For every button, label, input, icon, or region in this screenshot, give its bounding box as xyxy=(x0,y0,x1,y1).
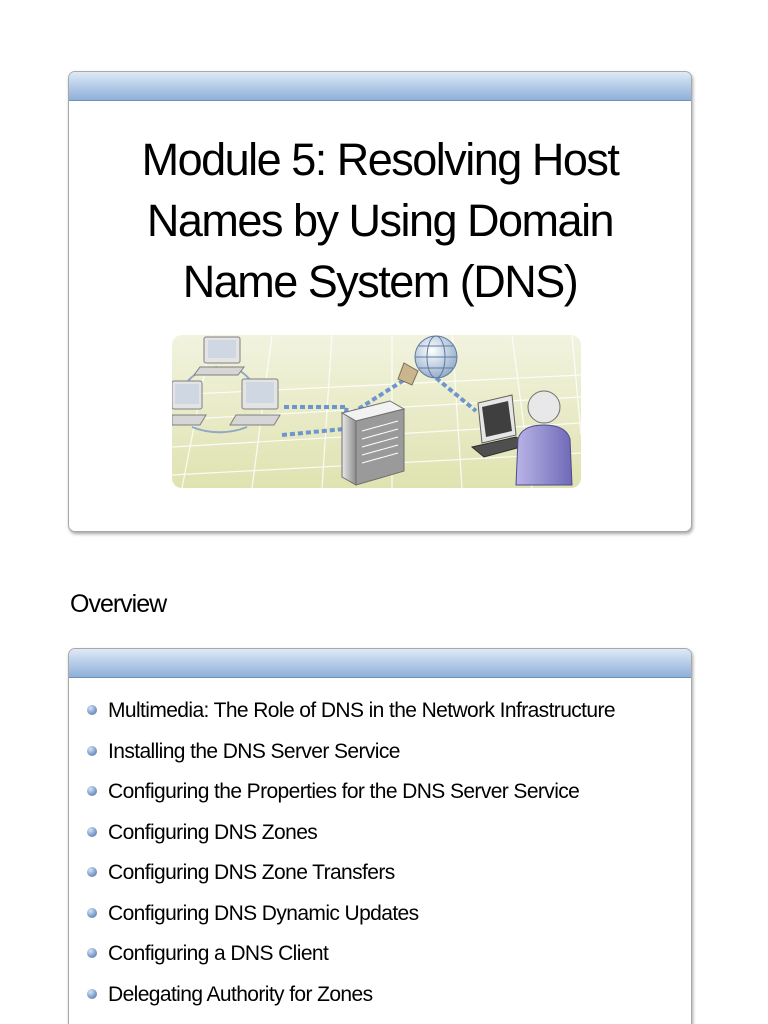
list-item: Configuring a DNS Client xyxy=(87,942,615,983)
overview-slide: Multimedia: The Role of DNS in the Netwo… xyxy=(68,648,692,1024)
list-item-text: Configuring DNS Dynamic Updates xyxy=(108,901,419,925)
list-item-text: Configuring the Properties for the DNS S… xyxy=(108,780,580,803)
user-icon xyxy=(515,390,573,486)
workstation-icon xyxy=(172,380,207,426)
list-item: Configuring DNS Zone Transfers xyxy=(87,861,615,902)
list-item-text: Configuring DNS Zones xyxy=(108,820,318,844)
dns-network-illustration xyxy=(172,335,581,488)
list-item: Installing the DNS Server Service xyxy=(87,740,615,781)
title-line: Names by Using Domain xyxy=(146,195,615,246)
bullet-icon xyxy=(87,907,97,918)
bullet-icon xyxy=(87,786,97,796)
list-item-text: Configuring a DNS Client xyxy=(108,942,329,965)
title-slide: Module 5: Resolving Host Names by Using … xyxy=(68,71,692,532)
topic-list: Multimedia: The Role of DNS in the Netwo… xyxy=(87,699,616,1024)
globe-icon xyxy=(397,335,458,386)
list-item: Delegating Authority for Zones xyxy=(87,983,615,1024)
title-line: Name System (DNS) xyxy=(182,256,579,307)
list-item: Configuring DNS Zones xyxy=(87,821,615,862)
slide-header-band xyxy=(69,649,691,678)
list-item: Configuring DNS Dynamic Updates xyxy=(87,902,615,943)
list-item-text: Installing the DNS Server Service xyxy=(108,739,400,763)
slide-title: Module 5: Resolving Host Names by Using … xyxy=(69,129,691,312)
bullet-icon xyxy=(87,948,97,958)
workstation-icon xyxy=(193,336,245,376)
slide-header-band xyxy=(69,72,691,101)
bullet-icon xyxy=(87,745,97,756)
list-item: Multimedia: The Role of DNS in the Netwo… xyxy=(87,699,616,740)
list-item: Configuring the Properties for the DNS S… xyxy=(87,780,615,821)
workstation-icon xyxy=(229,378,281,426)
bullet-icon xyxy=(87,867,97,877)
server-icon xyxy=(340,400,406,486)
laptop-icon xyxy=(470,394,530,458)
list-item-text: Configuring DNS Zone Transfers xyxy=(108,861,395,884)
list-item-text: Multimedia: The Role of DNS in the Netwo… xyxy=(108,699,616,722)
bullet-icon xyxy=(87,988,97,999)
list-item-text: Delegating Authority for Zones xyxy=(108,982,373,1006)
bullet-icon xyxy=(87,826,97,837)
title-line: Module 5: Resolving Host xyxy=(141,134,620,185)
section-heading: Overview xyxy=(70,590,167,618)
bullet-icon xyxy=(87,705,97,715)
